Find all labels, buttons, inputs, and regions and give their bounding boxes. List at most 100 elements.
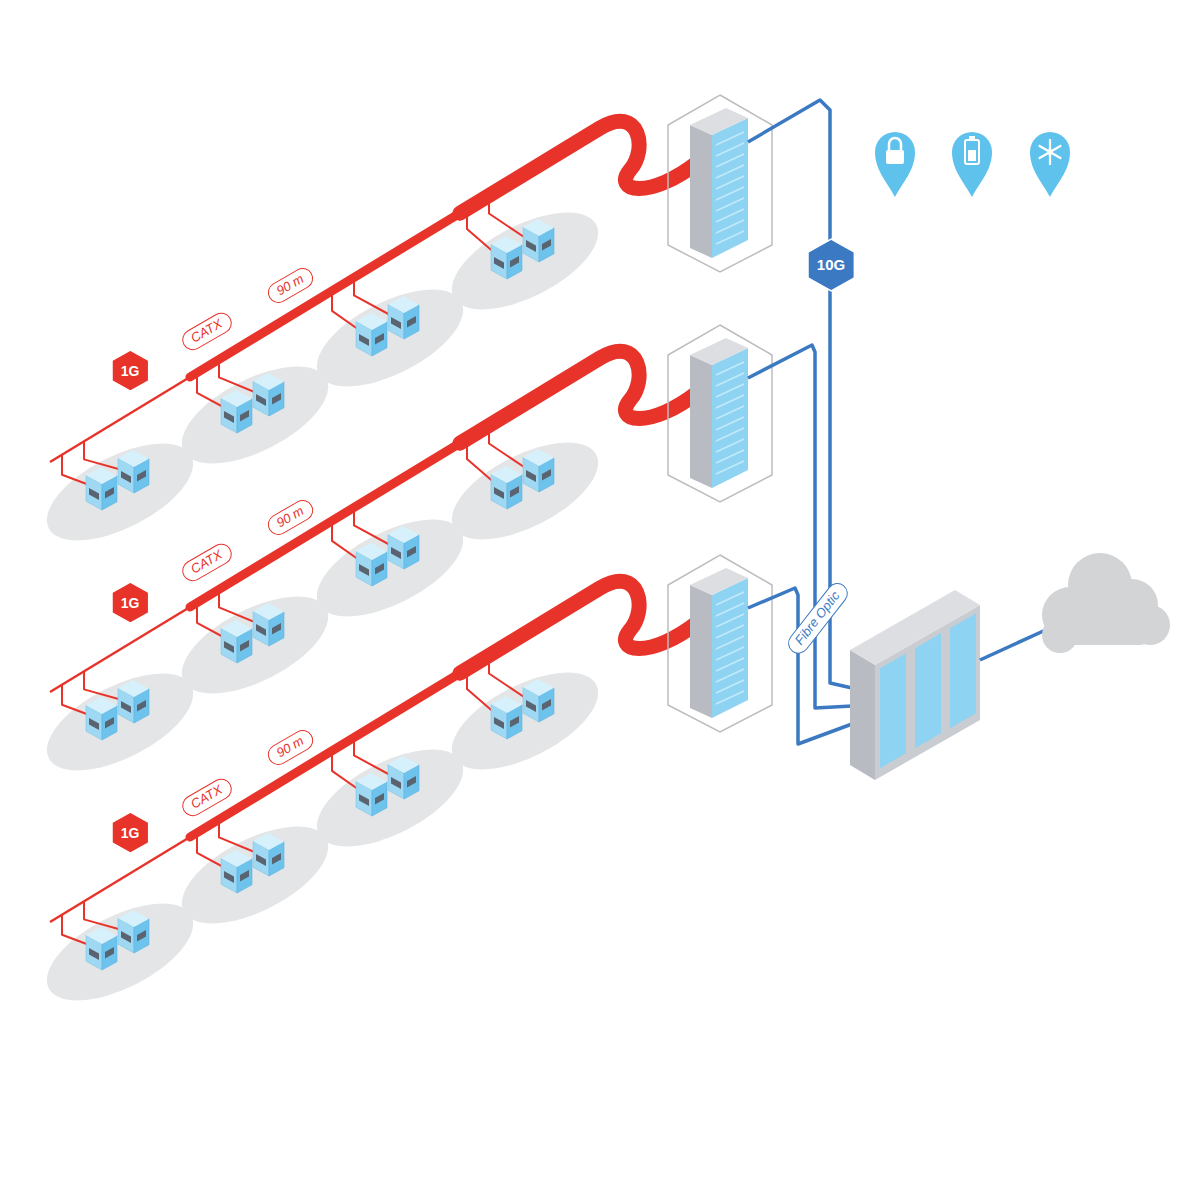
- desk-unit: [253, 833, 284, 876]
- rack-enclosure-outline: [668, 95, 772, 272]
- desk-unit: [118, 910, 149, 953]
- rack-unit-line: [716, 439, 744, 452]
- security-pin: [875, 132, 915, 197]
- rack-unit-line: [716, 417, 744, 430]
- cable-tag: Fibre Optic: [784, 579, 852, 658]
- illustration-group: [32, 95, 1170, 1020]
- node-label: CATX: [189, 547, 226, 577]
- cloud-part: [1045, 615, 1155, 645]
- rack-unit-line: [716, 187, 744, 200]
- catx-drop-wire: [84, 441, 122, 470]
- catx-cable-thin: [50, 837, 190, 922]
- desk-screen: [105, 947, 114, 959]
- desk-screen: [240, 410, 249, 422]
- rack-unit-line: [716, 132, 744, 145]
- desk-unit: [388, 526, 419, 569]
- desk-unit: [388, 296, 419, 339]
- desk-top: [356, 773, 387, 790]
- desk-unit: [523, 219, 554, 262]
- speed-badge: 10G: [808, 239, 854, 291]
- rack-unit-line: [716, 373, 744, 386]
- floor-area: [167, 577, 342, 714]
- desk-screen: [375, 333, 384, 345]
- catx-drop-wire: [219, 819, 257, 853]
- floor-rack: [668, 555, 772, 732]
- desk-top: [221, 850, 252, 867]
- desk-unit: [523, 679, 554, 722]
- rack-unit-line: [716, 209, 744, 222]
- desk-top: [356, 313, 387, 330]
- rack-unit-line: [716, 154, 744, 167]
- desk-unit: [491, 236, 522, 279]
- desk-unit: [86, 467, 117, 510]
- desk-row: [32, 581, 698, 1020]
- desk-screen: [224, 641, 234, 653]
- desk-unit: [118, 680, 149, 723]
- cable-tag: CATX: [178, 308, 235, 353]
- cable-tag: 90 m: [264, 496, 317, 539]
- rack-unit-line: [716, 220, 744, 233]
- rack-unit-line: [716, 406, 744, 419]
- desk-top: [86, 697, 117, 714]
- desk-screen: [391, 547, 401, 559]
- desk-screen: [510, 256, 519, 268]
- desk-screen: [121, 471, 131, 483]
- desk-top: [523, 679, 554, 696]
- desk-top: [356, 543, 387, 560]
- rack-top: [690, 338, 748, 365]
- rack-front: [712, 118, 748, 258]
- desk-top: [86, 467, 117, 484]
- lock-shackle: [889, 138, 901, 150]
- hexagon-fill: [112, 812, 149, 853]
- desk-screen: [526, 700, 536, 712]
- desk-screen: [407, 546, 416, 558]
- desk-screen: [89, 948, 99, 960]
- node-label: 90 m: [274, 271, 307, 298]
- desk-screen: [407, 316, 416, 328]
- desk-top: [118, 680, 149, 697]
- desk-screen: [121, 701, 131, 713]
- desk-screen: [89, 488, 99, 500]
- desk-top: [388, 526, 419, 543]
- desk-screen: [494, 487, 504, 499]
- desk-row: [32, 351, 698, 790]
- cable-tag: 90 m: [264, 726, 317, 769]
- desk-screen: [359, 334, 369, 346]
- desk-unit: [86, 927, 117, 970]
- floor-area: [32, 884, 207, 1021]
- desk-top: [388, 296, 419, 313]
- rack-side: [690, 355, 712, 488]
- power-pin: [952, 132, 992, 197]
- desk-unit: [221, 390, 252, 433]
- cable-tag: CATX: [178, 774, 235, 819]
- rack-front: [712, 578, 748, 718]
- catx-drop-wire: [354, 737, 392, 776]
- desk-screen: [407, 776, 416, 788]
- node-label: 90 m: [274, 733, 307, 760]
- node-label: 90 m: [274, 503, 307, 530]
- rack-unit-line: [716, 461, 744, 474]
- rack-unit-line: [716, 176, 744, 189]
- floor-area: [32, 424, 207, 561]
- server-side: [850, 650, 875, 780]
- desk-screen: [542, 469, 551, 481]
- node-label: 1G: [121, 363, 140, 379]
- server-panel: [915, 633, 941, 748]
- battery-body: [965, 140, 979, 164]
- uplink-line: [980, 628, 1050, 660]
- desk-screen: [272, 393, 281, 405]
- rack-unit-line: [716, 658, 744, 671]
- catx-drop-wire: [84, 671, 122, 700]
- desk-screen: [89, 718, 99, 730]
- rack-unit-line: [716, 625, 744, 638]
- desk-top: [86, 927, 117, 944]
- server-panel: [950, 613, 976, 728]
- hexagon-fill: [808, 239, 854, 291]
- rack-unit-line: [716, 614, 744, 627]
- desk-screen: [510, 716, 519, 728]
- desk-screen: [137, 930, 146, 942]
- rack-unit-line: [716, 165, 744, 178]
- rack-unit-line: [716, 450, 744, 463]
